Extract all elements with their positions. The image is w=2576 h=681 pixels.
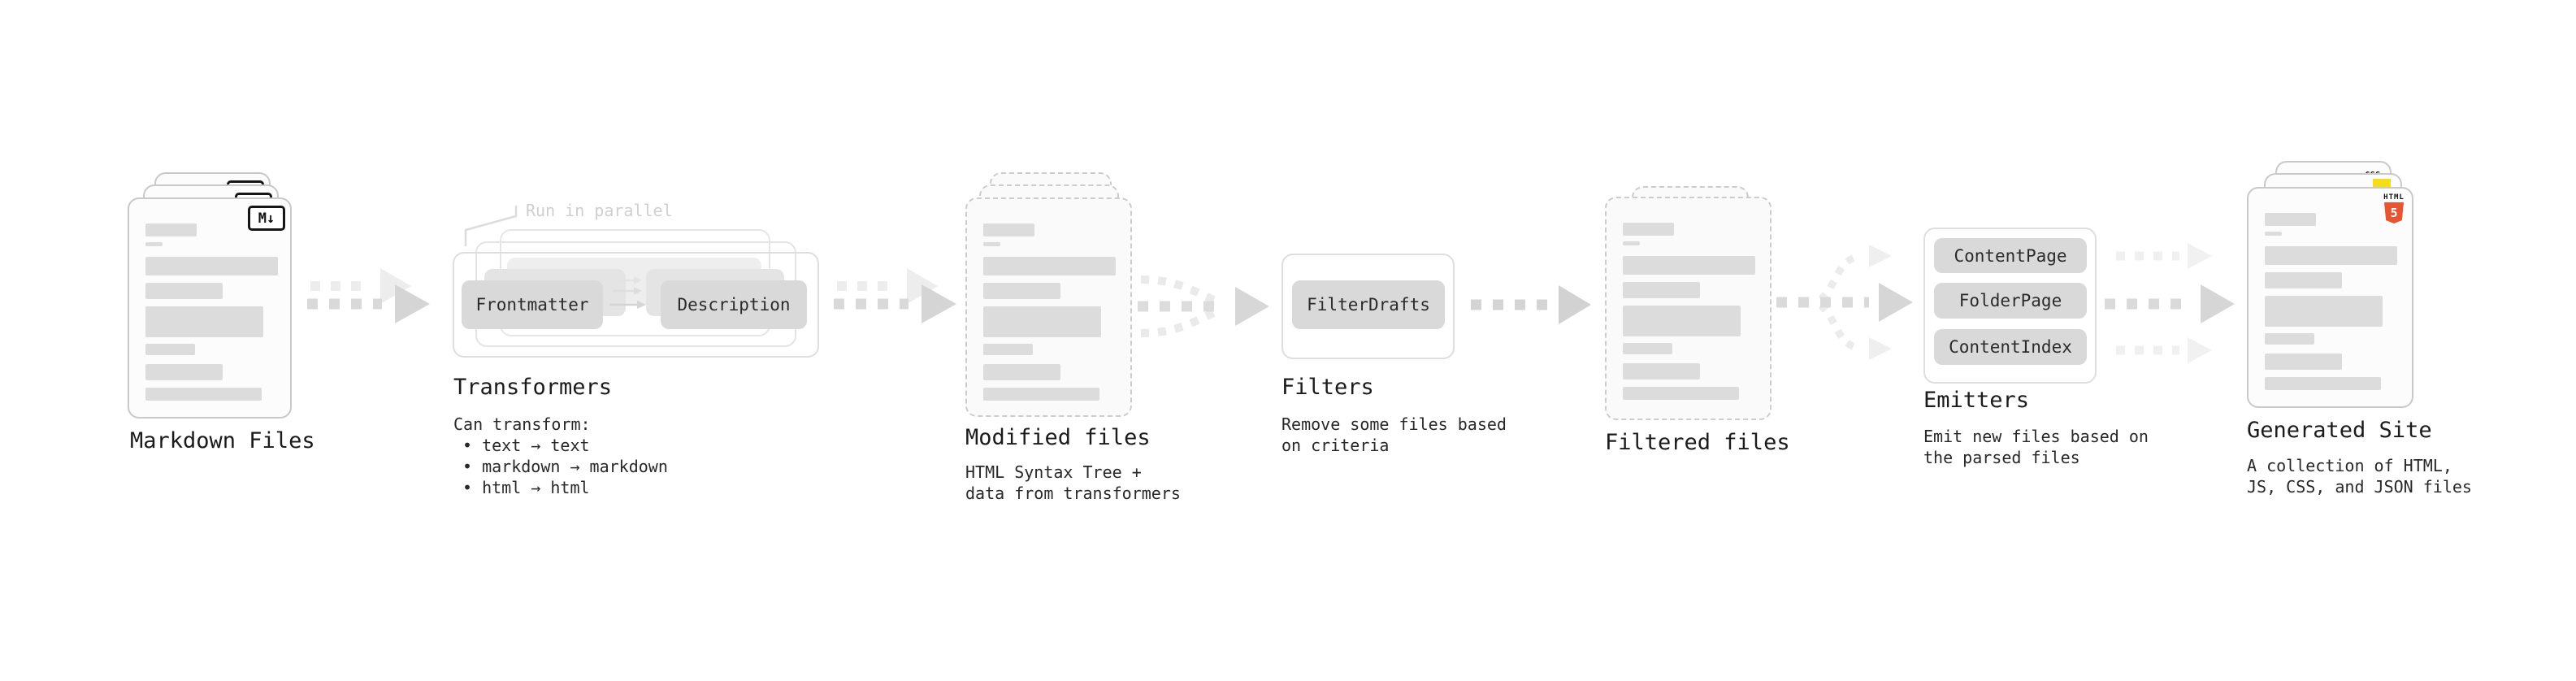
stage-title-modified-files: Modified files	[965, 425, 1151, 450]
filter-node-filterdrafts: FilterDrafts	[1292, 280, 1445, 329]
flow-arrow-emitter-top	[2116, 243, 2212, 269]
stage-subtitle-generated-site: A collection of HTML, JS, CSS, and JSON …	[2247, 456, 2472, 497]
stage-subtitle-emitters: Emit new files based on the parsed files	[1923, 427, 2149, 467]
skeleton-text-bars	[2265, 213, 2397, 390]
bullet-item: • markdown → markdown	[462, 457, 668, 476]
transformer-node-frontmatter: Frontmatter	[462, 280, 603, 329]
flow-arrow-filtered-to-emitters	[1776, 245, 1913, 360]
html5-icon: HTML 5	[2383, 193, 2405, 223]
flow-arrow-transformers-to-modified	[834, 268, 956, 323]
flow-arrow-emitter-bottom	[2116, 337, 2212, 363]
stage-title-filters: Filters	[1281, 375, 1374, 400]
stage-title-generated-site: Generated Site	[2247, 418, 2432, 443]
file-card-front	[965, 197, 1132, 417]
run-in-parallel-note: Run in parallel	[526, 201, 673, 220]
flow-arrow-markdown-to-transformers	[307, 268, 430, 323]
stage-title-emitters: Emitters	[1923, 388, 2030, 413]
bullet-item: • html → html	[462, 478, 590, 497]
markdown-icon: M↓	[248, 206, 285, 231]
parallel-mini-arrows	[609, 276, 646, 309]
stage-subtitle-modified-files: HTML Syntax Tree + data from transformer…	[965, 462, 1181, 503]
emitter-node-contentpage: ContentPage	[1934, 238, 2087, 273]
stage-title-markdown-files: Markdown Files	[130, 428, 315, 453]
stage-subtitle-filters: Remove some files based on criteria	[1281, 414, 1507, 455]
file-card-html: HTML 5	[2247, 187, 2413, 408]
skeleton-text-bars	[983, 223, 1116, 401]
file-card-front	[1605, 197, 1772, 420]
flow-arrow-filters-to-filtered	[1471, 285, 1591, 324]
skeleton-text-bars	[145, 223, 278, 401]
parallel-lane-front	[453, 252, 819, 358]
flow-arrow-emitter-middle	[2105, 284, 2235, 323]
can-transform-intro: Can transform:	[453, 414, 591, 434]
emitter-node-folderpage: FolderPage	[1934, 283, 2087, 319]
stage-title-transformers: Transformers	[453, 375, 613, 400]
emitter-node-contentindex: ContentIndex	[1934, 329, 2087, 365]
bullet-item: • text → text	[462, 436, 590, 455]
js-icon	[2373, 179, 2391, 189]
flow-arrow-modified-to-filters	[1138, 275, 1269, 337]
file-card-front: M↓	[128, 197, 292, 419]
callout-line	[464, 206, 518, 246]
stage-title-filtered-files: Filtered files	[1605, 430, 1790, 455]
skeleton-text-bars	[1623, 223, 1755, 400]
stage-subtitle-transformers: Can transform: • text → text • markdown …	[453, 414, 668, 498]
transformer-node-description: Description	[661, 280, 807, 329]
